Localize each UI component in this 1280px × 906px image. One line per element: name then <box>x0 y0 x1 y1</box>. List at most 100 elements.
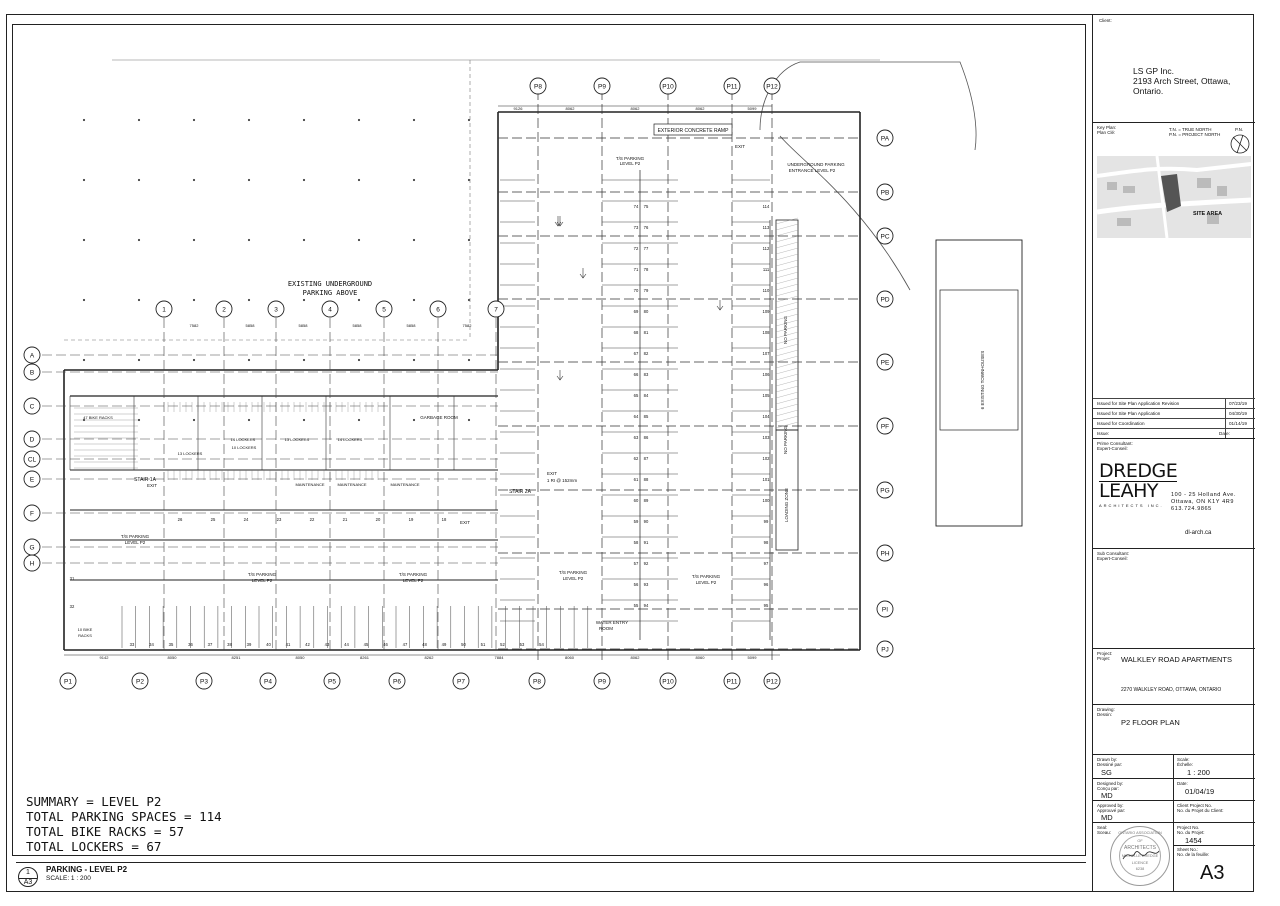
stall-number: 73 <box>634 225 639 230</box>
approved-by-label: Approved by: <box>1097 803 1124 808</box>
stall-number: 61 <box>634 477 639 482</box>
stall-number: 95 <box>764 603 769 608</box>
grid-label: PG <box>880 488 889 495</box>
grid-bubble <box>487 300 505 318</box>
detail-bubble: 1 A3 <box>18 867 38 887</box>
summary-line: TOTAL BIKE RACKS = 57 <box>26 824 185 839</box>
key-plan-map: SITE AREA <box>1097 156 1251 238</box>
hatch-line <box>775 241 799 249</box>
stall-number: 88 <box>644 477 649 482</box>
column-dot <box>302 118 306 122</box>
hatch-line <box>775 307 799 315</box>
logo-subtitle: ARCHITECTS INC. <box>1099 503 1164 508</box>
grid-bubble <box>259 672 277 690</box>
column-dot <box>247 418 251 422</box>
logo-text: DREDGE <box>1099 460 1178 482</box>
drawing-cell: Drawing: Dessin: <box>1093 704 1255 754</box>
grid-label: P1 <box>64 679 72 686</box>
grid-label: 4 <box>328 307 332 314</box>
dimension-label: 5858 <box>407 323 417 328</box>
issue-row: Issued for Coordination 01/14/19 <box>1093 418 1255 428</box>
grid-label: PH <box>880 551 889 558</box>
exit-label: EXIT <box>147 483 157 488</box>
maintenance-label: MAINTENANCE <box>390 482 419 487</box>
firm-address-line: Ottawa, ON K1Y 4R9 <box>1171 499 1234 505</box>
dimension-label: 5858 <box>299 323 309 328</box>
dimension-label: 9142 <box>100 655 110 660</box>
stall-number: 99 <box>764 519 769 524</box>
hatch-line <box>775 301 799 309</box>
column-dot <box>247 178 251 182</box>
stall-number: 56 <box>634 582 639 587</box>
stall-number: 60 <box>634 498 639 503</box>
bike-racks-label: RACKS <box>78 633 92 638</box>
stall-number: 45 <box>364 642 369 647</box>
stall-number: 23 <box>277 517 282 522</box>
column-dot <box>412 118 416 122</box>
stall-number: 103 <box>763 435 771 440</box>
sub-consultant-label-fr: Expert-Conseil: <box>1097 556 1128 561</box>
grid-bubble <box>876 481 894 499</box>
maintenance-label: MAINTENANCE <box>337 482 366 487</box>
firm-phone: 613.724.9865 <box>1171 506 1212 512</box>
grid-label: 5 <box>382 307 386 314</box>
column-dot <box>357 358 361 362</box>
stall-number: 83 <box>644 372 649 377</box>
stall-number: 22 <box>310 517 315 522</box>
drawing-title: 1 A3 PARKING - LEVEL P2 SCALE: 1 : 200 <box>16 862 1086 890</box>
client-address: 2193 Arch Street, Ottawa, <box>1133 76 1231 86</box>
grid-label: P4 <box>264 679 272 686</box>
stall-number: 53 <box>520 642 525 647</box>
drawing-title-text: PARKING - LEVEL P2 <box>46 865 128 874</box>
stall-number: 42 <box>305 642 310 647</box>
hatch-line <box>775 223 799 231</box>
stall-number: 91 <box>644 540 649 545</box>
stall-number: 80 <box>644 309 649 314</box>
hatch-line <box>775 325 799 333</box>
project-label-fr: Projet: <box>1097 656 1111 661</box>
column-dot <box>412 298 416 302</box>
hatch-line <box>775 253 799 261</box>
grid-bubble <box>593 77 611 95</box>
seal-label: Seal: <box>1097 825 1108 830</box>
column-dot <box>467 238 471 242</box>
pn-label: P.N. <box>1235 127 1244 132</box>
grid-bubble <box>528 672 546 690</box>
floor-plan: 7473727170696867666564636261605958575655… <box>23 59 1023 690</box>
column-dot <box>137 118 141 122</box>
seal-text: LICENCE <box>1131 861 1149 865</box>
client-address: Ontario. <box>1133 86 1164 96</box>
stall-number: 36 <box>188 642 193 647</box>
column-dot <box>247 118 251 122</box>
stall-number: 20 <box>376 517 381 522</box>
stall-number: 82 <box>644 351 649 356</box>
drawing-label: Drawing: <box>1097 707 1115 712</box>
lockers-label: 14 LOCKERS <box>338 437 363 442</box>
grid-label: 6 <box>436 307 440 314</box>
issue-header: Issue: Date: <box>1093 428 1255 438</box>
townhouse-block <box>939 289 1019 431</box>
garbage-room-label: GARBAGE ROOM <box>420 415 458 420</box>
hatch-line <box>775 391 799 399</box>
column-dot <box>192 118 196 122</box>
stall-number: 43 <box>325 642 330 647</box>
grid-bubble <box>452 672 470 690</box>
grid-bubble <box>155 300 173 318</box>
stall-number: 105 <box>763 393 771 398</box>
approved-by-label-fr: Approuvé par: <box>1097 808 1126 813</box>
column-dot <box>302 178 306 182</box>
stall-number: 67 <box>634 351 639 356</box>
summary-notes: SUMMARY = LEVEL P2 TOTAL PARKING SPACES … <box>26 794 222 854</box>
grid-bubble <box>763 672 781 690</box>
loading-zone-label: LOADING ZONE <box>784 488 789 522</box>
stall-number: 101 <box>763 477 771 482</box>
column-dot <box>412 418 416 422</box>
hatch-line <box>775 343 799 351</box>
grid-label: P2 <box>136 679 144 686</box>
column-dot <box>302 358 306 362</box>
grid-label: PE <box>881 360 890 367</box>
hatch-line <box>775 373 799 381</box>
grid-label: P3 <box>200 679 208 686</box>
grid-bubble <box>59 672 77 690</box>
dimension-label: 8261 <box>360 655 370 660</box>
